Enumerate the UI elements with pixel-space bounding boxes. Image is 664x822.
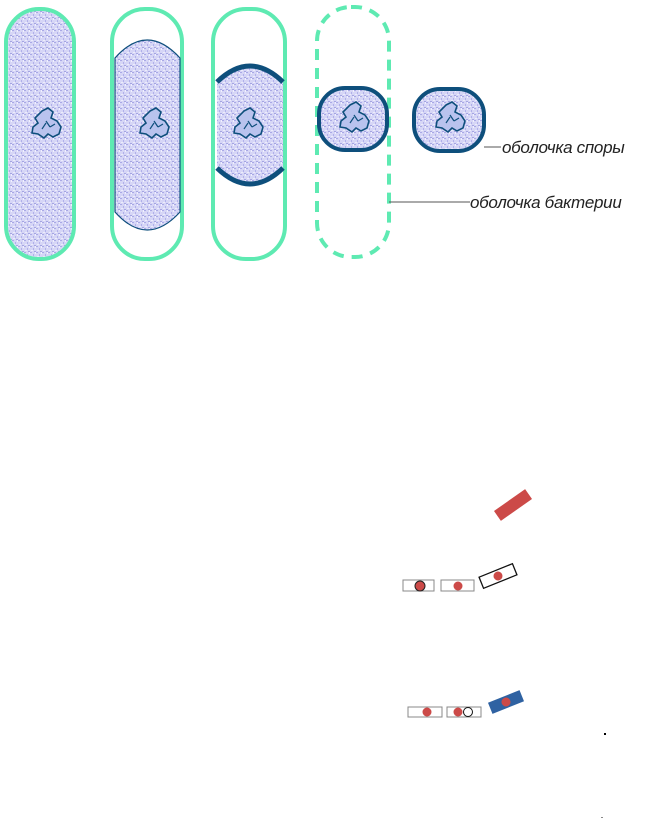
bacterial-cell-stage-1 (4, 7, 76, 261)
bacterial-cell-stage-2 (110, 7, 184, 261)
bacterial-cell-stage-4 (315, 5, 391, 259)
schematic-row-1 (402, 562, 518, 592)
bacterial-wall-label: оболочка бактерии (470, 193, 622, 212)
spore-coat-label: оболочка споры (502, 138, 625, 157)
free-spore (412, 87, 486, 153)
red-bar (493, 489, 533, 521)
schematic-row-2 (407, 690, 525, 718)
dot-mark (601, 817, 603, 818)
dot-mark (604, 733, 606, 735)
bacterial-cell-stage-3 (211, 7, 287, 261)
